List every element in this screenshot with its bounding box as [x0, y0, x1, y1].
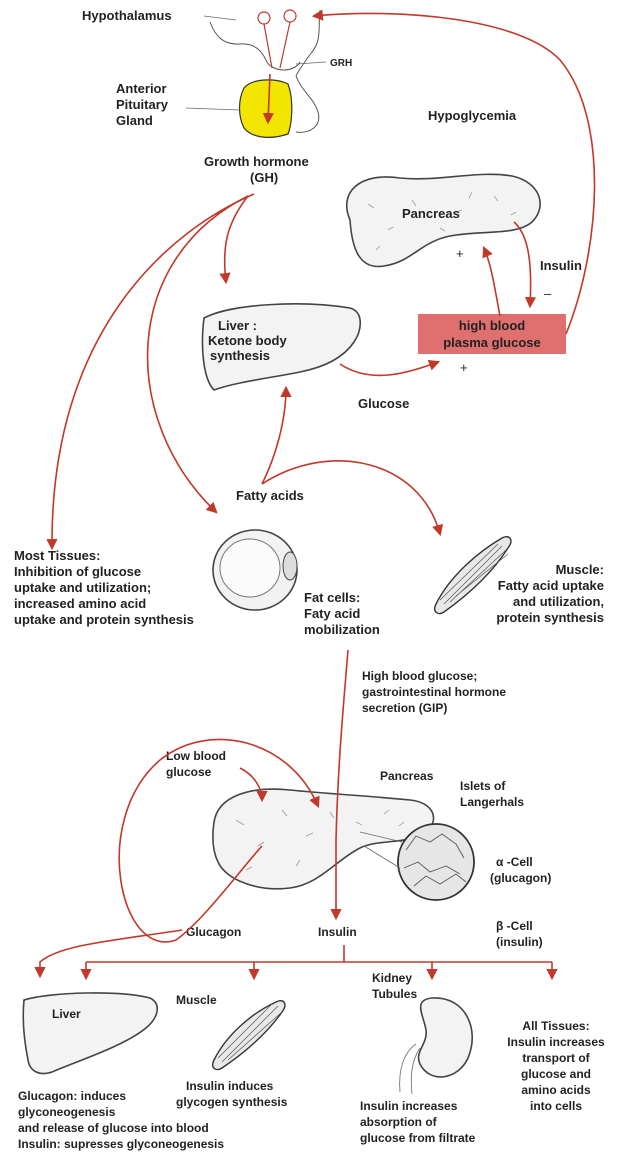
svg-text:Gland: Gland	[116, 113, 153, 128]
svg-text:Pituitary: Pituitary	[116, 97, 169, 112]
alpha-cell-label: α -Cell (glucagon)	[490, 855, 551, 885]
anterior-pituitary-gland	[240, 80, 292, 137]
svg-text:increased amino acid: increased amino acid	[14, 596, 146, 611]
svg-text:β -Cell: β -Cell	[496, 919, 533, 933]
plus-sign: +	[460, 360, 468, 375]
liver-label-bottom: Liver	[52, 1007, 81, 1021]
beta-cell-label: β -Cell (insulin)	[496, 919, 543, 949]
svg-text:glucose: glucose	[166, 765, 212, 779]
svg-text:protein synthesis: protein synthesis	[496, 610, 604, 625]
svg-text:Kidney: Kidney	[372, 971, 412, 985]
neuron-icon	[284, 10, 296, 22]
grh-label: GRH	[330, 58, 352, 69]
svg-text:Insulin induces: Insulin induces	[186, 1079, 274, 1093]
low-glucose-label: Low blood glucose	[166, 749, 226, 779]
svg-text:amino acids: amino acids	[521, 1083, 591, 1097]
svg-text:Insulin increases: Insulin increases	[507, 1035, 605, 1049]
fat-cells-label: Fat cells: Faty acid mobilization	[304, 590, 380, 637]
insulin-label-bottom: Insulin	[318, 925, 357, 939]
pituitary-label: Anterior Pituitary Gland	[116, 81, 169, 128]
svg-text:glucose and: glucose and	[521, 1067, 591, 1081]
growth-hormone-label: Growth hormone (GH)	[204, 154, 309, 185]
svg-text:Faty acid: Faty acid	[304, 606, 360, 621]
svg-text:Glucagon: induces: Glucagon: induces	[18, 1089, 126, 1103]
svg-text:Fatty acid uptake: Fatty acid uptake	[498, 578, 604, 593]
svg-text:synthesis: synthesis	[210, 348, 270, 363]
kidney-label: Kidney Tubules	[372, 971, 417, 1001]
svg-text:transport of: transport of	[522, 1051, 590, 1065]
svg-text:glycogen synthesis: glycogen synthesis	[176, 1095, 288, 1109]
plus-sign: +	[456, 246, 464, 261]
glucagon-label: Glucagon	[186, 925, 241, 939]
liver-organ-bottom	[23, 993, 157, 1074]
svg-text:Islets of: Islets of	[460, 779, 506, 793]
muscle-caption-bottom: Insulin induces glycogen synthesis	[176, 1079, 288, 1109]
muscle-organ-top	[435, 537, 511, 614]
svg-text:glyconeogenesis: glyconeogenesis	[18, 1105, 116, 1119]
svg-text:All Tissues:: All Tissues:	[522, 1019, 589, 1033]
svg-text:(GH): (GH)	[250, 170, 278, 185]
pancreas-label-top: Pancreas	[402, 206, 460, 221]
svg-text:glucose from filtrate: glucose from filtrate	[360, 1131, 476, 1145]
svg-text:Anterior: Anterior	[116, 81, 167, 96]
svg-text:high blood: high blood	[459, 318, 525, 333]
fatty-acids-label: Fatty acids	[236, 488, 304, 503]
kidney-caption: Insulin increases absorption of glucose …	[360, 1099, 476, 1145]
svg-text:Growth hormone: Growth hormone	[204, 154, 309, 169]
high-glucose-label: High blood glucose; gastrointestinal hor…	[362, 669, 506, 715]
svg-text:uptake and utilization;: uptake and utilization;	[14, 580, 151, 595]
svg-text:plasma glucose: plasma glucose	[443, 335, 541, 350]
svg-text:absorption of: absorption of	[360, 1115, 438, 1129]
svg-text:Ketone body: Ketone body	[208, 333, 287, 348]
svg-text:Langerhals: Langerhals	[460, 795, 524, 809]
svg-text:Insulin: supresses glyconeogen: Insulin: supresses glyconeogenesis	[18, 1137, 224, 1151]
svg-text:Inhibition of glucose: Inhibition of glucose	[14, 564, 141, 579]
muscle-label-bottom: Muscle	[176, 993, 217, 1007]
svg-text:secretion (GIP): secretion (GIP)	[362, 701, 447, 715]
all-tissues-label: All Tissues: Insulin increases transport…	[507, 1019, 605, 1113]
kidney-organ	[400, 998, 473, 1094]
muscle-label-top: Muscle: Fatty acid uptake and utilizatio…	[496, 562, 604, 625]
svg-text:uptake and protein synthesis: uptake and protein synthesis	[14, 612, 194, 627]
svg-text:mobilization: mobilization	[304, 622, 380, 637]
hypothalamus-label: Hypothalamus	[82, 8, 172, 23]
muscle-organ-bottom	[213, 1001, 285, 1070]
svg-text:High blood glucose;: High blood glucose;	[362, 669, 477, 683]
svg-text:and release of glucose into bl: and release of glucose into blood	[18, 1121, 209, 1135]
pancreas-label-bottom: Pancreas	[380, 769, 434, 783]
svg-text:gastrointestinal hormone: gastrointestinal hormone	[362, 685, 506, 699]
neuron-icon	[258, 12, 270, 24]
svg-text:Tubules: Tubules	[372, 987, 417, 1001]
svg-text:and utilization,: and utilization,	[513, 594, 604, 609]
hypoglycemia-label: Hypoglycemia	[428, 108, 517, 123]
islets-label: Islets of Langerhals	[460, 779, 524, 809]
svg-text:α -Cell: α -Cell	[496, 855, 533, 869]
svg-text:Fat cells:: Fat cells:	[304, 590, 360, 605]
insulin-label-top: Insulin	[540, 258, 582, 273]
minus-sign: –	[544, 286, 552, 301]
most-tissues-label: Most Tissues: Inhibition of glucose upta…	[14, 548, 194, 627]
svg-text:Muscle:: Muscle:	[556, 562, 604, 577]
svg-text:Most Tissues:: Most Tissues:	[14, 548, 100, 563]
fat-cell-organ	[213, 530, 297, 610]
svg-text:into cells: into cells	[530, 1099, 582, 1113]
glucose-label: Glucose	[358, 396, 409, 411]
svg-text:(glucagon): (glucagon)	[490, 871, 551, 885]
svg-text:(insulin): (insulin)	[496, 935, 543, 949]
svg-text:Insulin increases: Insulin increases	[360, 1099, 458, 1113]
svg-text:Low blood: Low blood	[166, 749, 226, 763]
svg-text:Liver :: Liver :	[218, 318, 257, 333]
